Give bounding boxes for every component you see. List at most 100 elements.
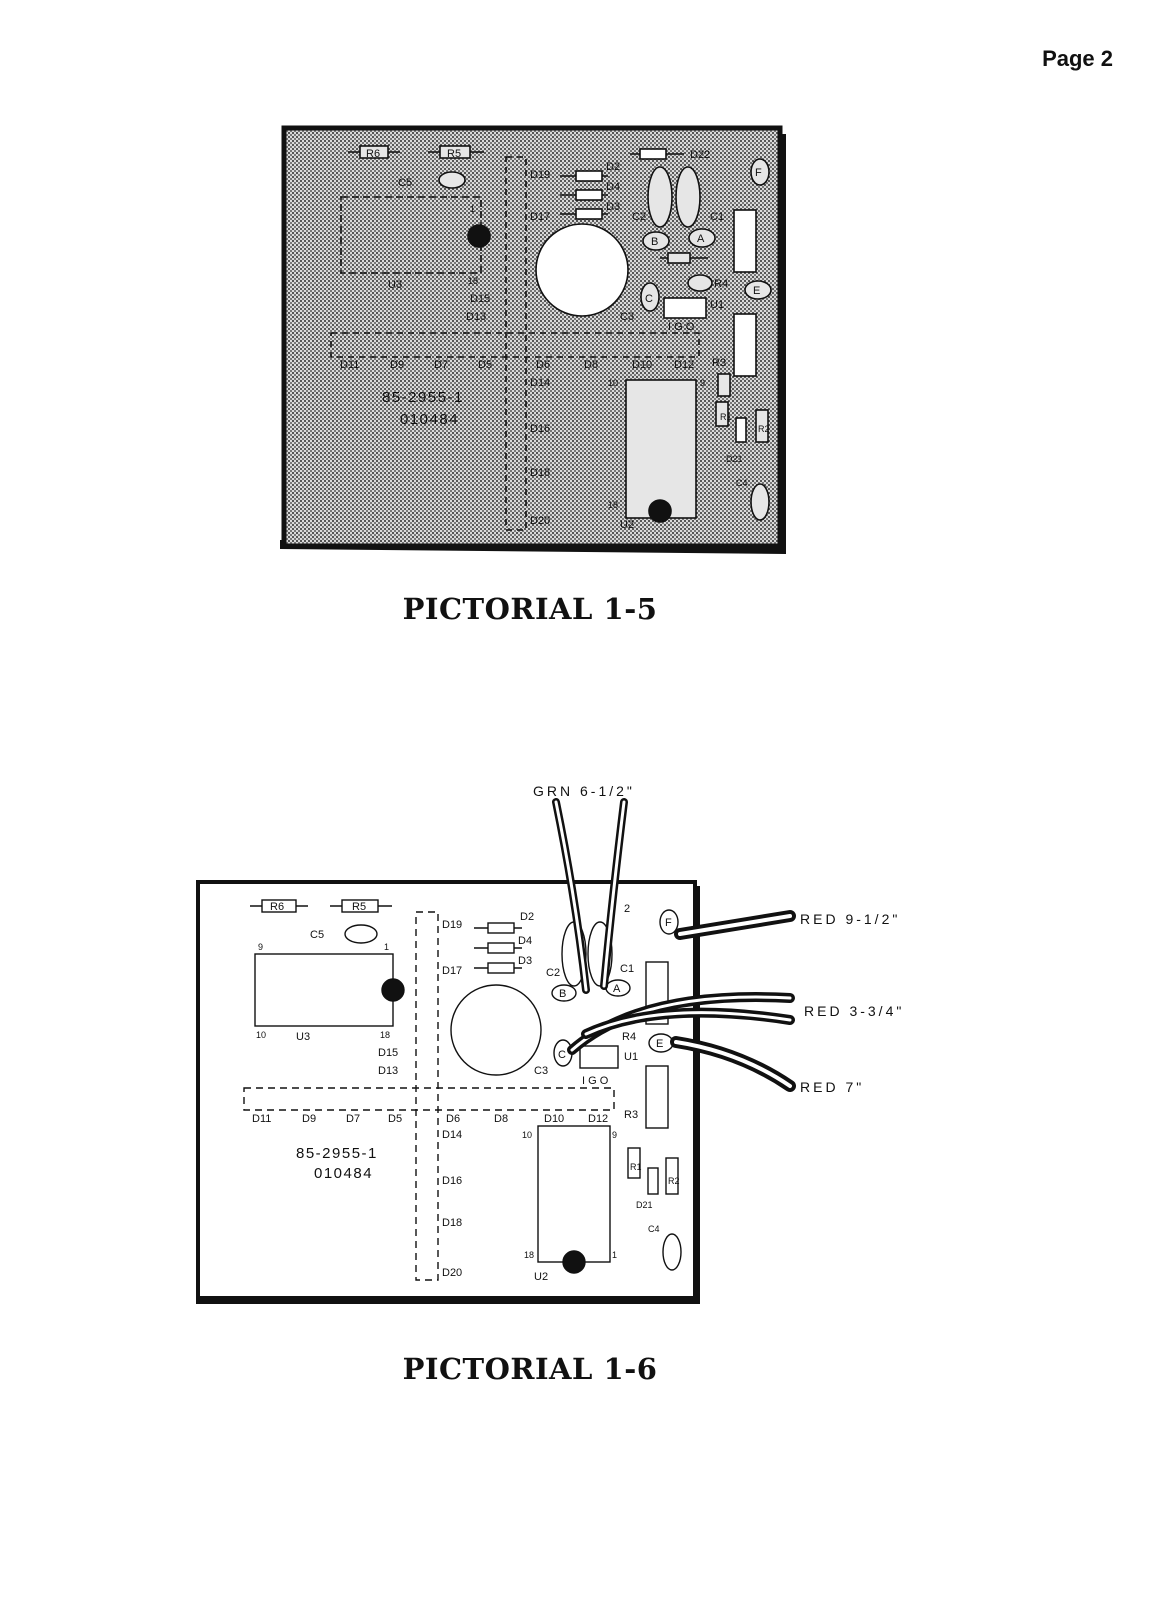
label-u3-pin1: 1: [470, 204, 475, 214]
board-outline-2: [196, 880, 697, 1300]
label-pad-c: C: [645, 293, 653, 305]
label-d15: D15: [378, 1047, 398, 1059]
r4-pad: [687, 274, 713, 292]
label-d10: D10: [632, 359, 652, 371]
regulator-u1: [663, 297, 707, 319]
label-d9: D9: [302, 1113, 316, 1125]
resistor-r2: [755, 409, 769, 443]
label-d4: D4: [518, 935, 532, 947]
label-r2: R2: [668, 1176, 680, 1186]
label-u3-pin9: 9: [258, 942, 263, 952]
label-d18: D18: [530, 467, 550, 479]
label-u3: U3: [388, 279, 402, 291]
label-r2: R2: [758, 424, 770, 434]
diode-column: [415, 911, 439, 1281]
label-r6: R6: [366, 148, 380, 160]
label-d4: D4: [606, 181, 620, 193]
label-u2-pin18: 18: [608, 500, 618, 510]
label-d7: D7: [346, 1113, 360, 1125]
pad-b: [642, 231, 670, 251]
label-d22-num: 2: [624, 903, 630, 915]
ic-u2: [625, 379, 697, 519]
label-d2: D2: [606, 161, 620, 173]
label-d7: D7: [434, 359, 448, 371]
u2-pin18-dot: [562, 1250, 586, 1274]
board-components-2: [243, 899, 682, 1281]
label-d19: D19: [442, 919, 462, 931]
label-r3: R3: [624, 1109, 638, 1121]
label-u3-pin18: 18: [380, 1030, 390, 1040]
label-d5: D5: [388, 1113, 402, 1125]
label-c2: C2: [546, 967, 560, 979]
label-c3: C3: [534, 1065, 548, 1077]
resistor-r3: [717, 373, 731, 397]
label-pad-a: A: [613, 983, 621, 995]
diode-d21: [647, 1167, 659, 1195]
resistor-r4: [667, 252, 691, 264]
label-d16: D16: [530, 423, 550, 435]
diode-d21: [735, 417, 747, 443]
white-block-lower: [645, 1065, 669, 1129]
capacitor-c4: [750, 483, 770, 521]
diode-d4: [575, 189, 603, 201]
capacitor-c4: [662, 1233, 682, 1271]
resistor-r6: [261, 899, 297, 913]
label-u2: U2: [534, 1271, 548, 1283]
board-text: R6 R5 C5 U3 1 18 D19 D2 D4 D3 D17 D22 C1…: [340, 148, 770, 531]
label-u2-pin10: 10: [608, 378, 618, 388]
label-c4: C4: [648, 1224, 660, 1234]
u2-pin18-dot: [648, 499, 672, 523]
label-u1: U1: [710, 299, 724, 311]
label-d17: D17: [442, 965, 462, 977]
pad-f: [750, 158, 770, 186]
label-d13: D13: [466, 311, 486, 323]
label-d14: D14: [530, 377, 550, 389]
label-d8: D8: [494, 1113, 508, 1125]
resistor-r5: [341, 899, 379, 913]
diode-row: [243, 1087, 615, 1111]
diode-d2: [575, 170, 603, 182]
label-u1: U1: [624, 1051, 638, 1063]
label-date-code: 010484: [400, 411, 459, 428]
label-d20: D20: [442, 1267, 462, 1279]
label-pad-b: B: [559, 988, 566, 1000]
label-u2-pin1: 1: [612, 1250, 617, 1260]
label-c1: C1: [710, 211, 724, 223]
diode-d3: [575, 208, 603, 220]
label-d12: D12: [588, 1113, 608, 1125]
label-u2-pin18: 18: [524, 1250, 534, 1260]
wires: [552, 798, 796, 1092]
pictorial-1-6-diagram: GRN 6-1/2" RED 9-1/2" RED 3-3/4" RED 7" …: [196, 783, 904, 1304]
label-date-code: 010484: [314, 1165, 373, 1182]
label-d17: D17: [530, 211, 550, 223]
white-block-lower: [733, 313, 757, 377]
label-c2: C2: [632, 211, 646, 223]
label-d22: D22: [690, 149, 710, 161]
resistor-r5: [439, 145, 471, 159]
label-pad-b: B: [651, 236, 658, 248]
pad-a: [688, 228, 716, 248]
capacitor-c5: [438, 171, 466, 189]
label-d6: D6: [446, 1113, 460, 1125]
capacitor-c3: [535, 223, 629, 317]
label-r1: R1: [720, 412, 732, 422]
label-d18: D18: [442, 1217, 462, 1229]
label-d13: D13: [378, 1065, 398, 1077]
label-d20: D20: [530, 515, 550, 527]
label-wire-red-3-75: RED 3-3/4": [804, 1003, 904, 1019]
label-u2-pin10: 10: [522, 1130, 532, 1140]
capacitor-c2: [647, 166, 673, 228]
label-pad-e: E: [753, 285, 760, 297]
label-d16: D16: [442, 1175, 462, 1187]
pad-f: [659, 909, 679, 935]
ic-u3: [254, 953, 394, 1027]
label-pad-f: F: [755, 167, 762, 179]
label-d19: D19: [530, 169, 550, 181]
wire-red-3-75-b-core: [584, 1011, 792, 1036]
caption-pictorial-1-6: PICTORIAL 1-6: [402, 1352, 658, 1386]
label-part-number: 85-2955-1: [382, 389, 464, 406]
board-components: [330, 145, 772, 531]
label-c5: C5: [310, 929, 324, 941]
u3-pin1-dot: [467, 224, 491, 248]
label-pad-a: A: [697, 233, 705, 245]
